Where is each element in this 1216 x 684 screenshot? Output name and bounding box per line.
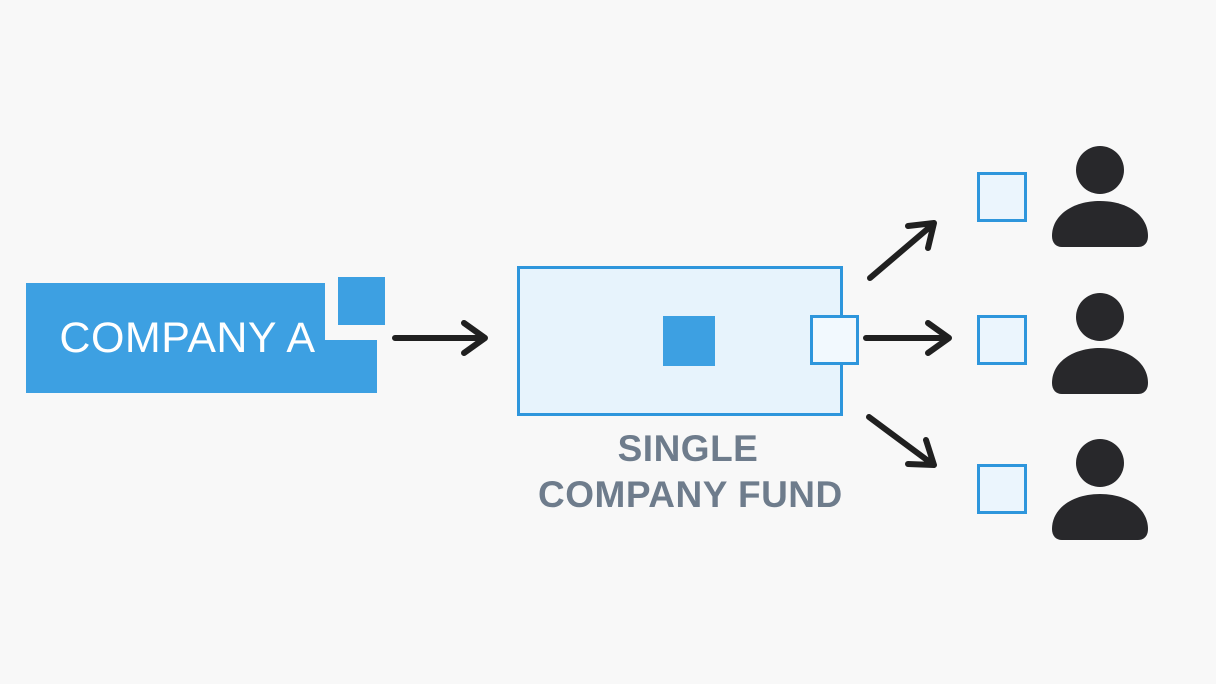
fund-unit-square-icon xyxy=(810,315,859,365)
arrow-fund-to-investor-2-icon xyxy=(863,320,952,356)
fund-share-square-icon xyxy=(663,316,715,366)
fund-label-line-2: COMPANY FUND xyxy=(538,474,843,515)
fund-label-line-1: SINGLE xyxy=(617,428,759,469)
company-a-box-step xyxy=(325,340,377,393)
investor-3-unit-square-icon xyxy=(977,464,1027,514)
fund-label: SINGLE COMPANY FUND xyxy=(538,426,843,518)
company-a-box: COMPANY A xyxy=(26,283,325,393)
company-share-square-icon xyxy=(338,277,385,325)
company-a-label: COMPANY A xyxy=(59,313,316,362)
investor-1-person-icon xyxy=(1052,146,1148,248)
investor-2-unit-square-icon xyxy=(977,315,1027,365)
arrow-fund-to-investor-3-icon xyxy=(866,414,937,468)
arrow-fund-to-investor-1-icon xyxy=(867,220,937,281)
arrow-company-to-fund-icon xyxy=(392,320,488,356)
investor-2-person-icon xyxy=(1052,293,1148,395)
investor-3-person-icon xyxy=(1052,439,1148,541)
investor-1-unit-square-icon xyxy=(977,172,1027,222)
